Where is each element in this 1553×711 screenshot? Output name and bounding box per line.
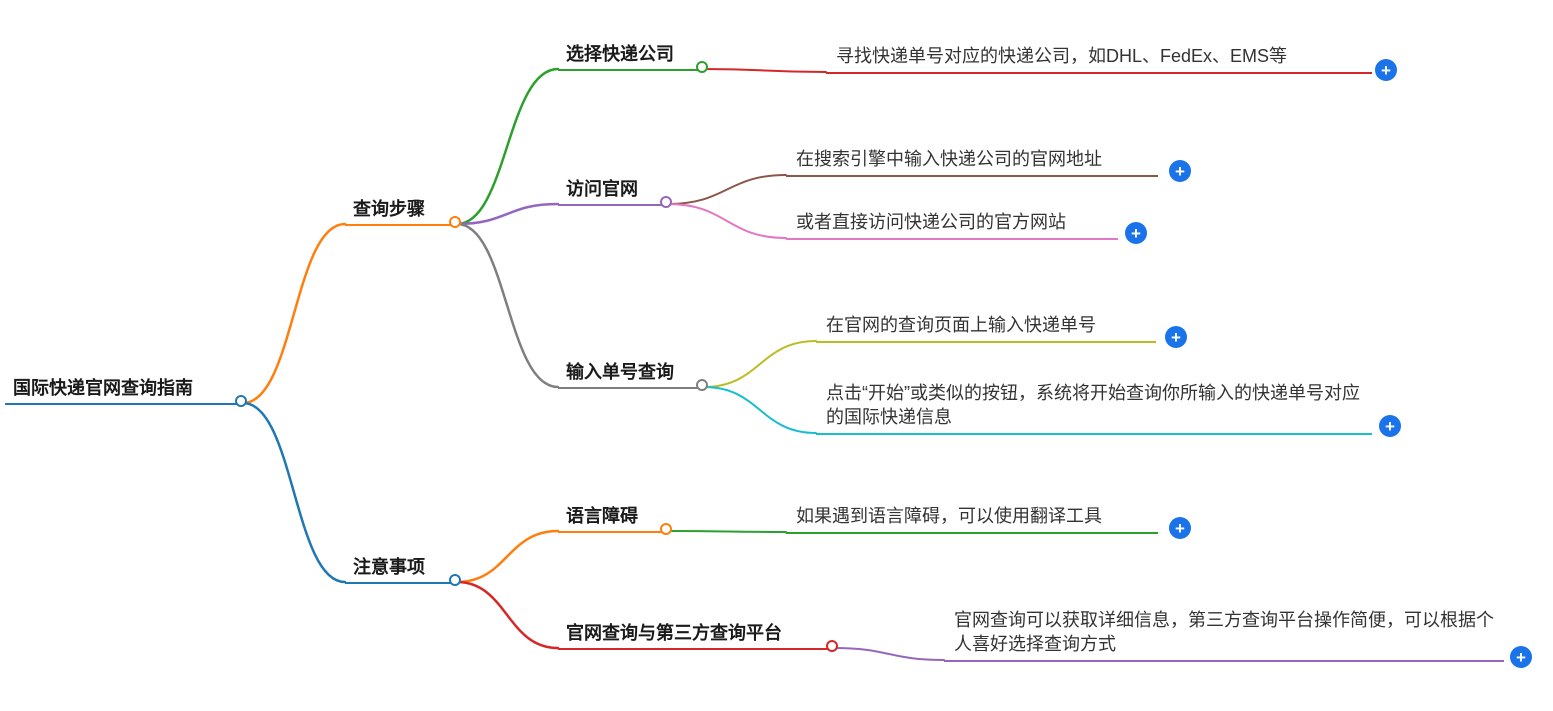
link-query-steps-to-visit-site xyxy=(455,202,560,226)
plus-icon: + xyxy=(1516,647,1526,667)
plus-icon: + xyxy=(1385,416,1395,436)
leaf-direct-visit[interactable]: 或者直接访问快递公司的官方网站 xyxy=(786,207,1118,240)
link-query-steps-to-enter-number xyxy=(455,222,560,389)
node-notes[interactable]: 注意事项 xyxy=(345,553,455,584)
link-visit-site-to-leaf-direct xyxy=(667,203,787,239)
expand-button-enter-number-page[interactable]: + xyxy=(1165,326,1187,348)
expand-button-compare-platforms[interactable]: + xyxy=(1510,646,1532,668)
link-platform-compare-to-leaf xyxy=(833,647,945,661)
link-enter-number-to-leaf-start xyxy=(703,386,817,434)
link-notes-to-platform-compare xyxy=(455,580,560,650)
link-root-to-notes xyxy=(241,401,347,584)
link-visit-site-to-leaf-search xyxy=(667,174,787,205)
node-circle-root[interactable] xyxy=(235,395,247,407)
link-root-to-query-steps xyxy=(241,222,347,405)
node-circle-choose-company[interactable] xyxy=(696,61,708,73)
node-choose-company[interactable]: 选择快递公司 xyxy=(558,40,700,71)
link-enter-number-to-leaf-page xyxy=(703,340,817,388)
expand-button-find-company[interactable]: + xyxy=(1375,59,1397,81)
expand-button-click-start[interactable]: + xyxy=(1379,415,1401,437)
node-enter-number[interactable]: 输入单号查询 xyxy=(558,358,700,389)
plus-icon: + xyxy=(1381,60,1391,80)
node-circle-language-barrier[interactable] xyxy=(660,523,672,535)
plus-icon: + xyxy=(1171,327,1181,347)
leaf-click-start[interactable]: 点击“开始”或类似的按钮，系统将开始查询你所输入的快递单号对应的国际快递信息 xyxy=(816,378,1372,435)
node-query-steps[interactable]: 查询步骤 xyxy=(345,195,455,226)
link-notes-to-language-barrier xyxy=(455,529,560,584)
leaf-translation-tool[interactable]: 如果遇到语言障碍，可以使用翻译工具 xyxy=(786,501,1158,534)
link-choose-company-to-leaf xyxy=(703,68,827,73)
leaf-compare-platforms[interactable]: 官网查询可以获取详细信息，第三方查询平台操作简便，可以根据个人喜好选择查询方式 xyxy=(944,605,1504,662)
node-language-barrier[interactable]: 语言障碍 xyxy=(558,502,664,533)
plus-icon: + xyxy=(1131,223,1141,243)
node-visit-site[interactable]: 访问官网 xyxy=(558,175,664,206)
node-root[interactable]: 国际快递官网查询指南 xyxy=(5,374,241,405)
expand-button-translation-tool[interactable]: + xyxy=(1169,517,1191,539)
expand-button-direct-visit[interactable]: + xyxy=(1125,222,1147,244)
link-language-barrier-to-leaf xyxy=(667,530,787,533)
expand-button-search-engine[interactable]: + xyxy=(1169,160,1191,182)
leaf-find-company[interactable]: 寻找快递单号对应的快递公司，如DHL、FedEx、EMS等 xyxy=(826,41,1372,74)
node-circle-query-steps[interactable] xyxy=(449,216,461,228)
plus-icon: + xyxy=(1175,518,1185,538)
leaf-search-engine[interactable]: 在搜索引擎中输入快递公司的官网地址 xyxy=(786,144,1158,177)
node-platform-compare[interactable]: 官网查询与第三方查询平台 xyxy=(558,619,830,650)
node-circle-visit-site[interactable] xyxy=(660,196,672,208)
node-circle-enter-number[interactable] xyxy=(696,379,708,391)
link-query-steps-to-choose-company xyxy=(455,67,560,226)
plus-icon: + xyxy=(1175,161,1185,181)
leaf-enter-number-page[interactable]: 在官网的查询页面上输入快递单号 xyxy=(816,310,1156,343)
node-circle-notes[interactable] xyxy=(449,574,461,586)
node-circle-platform-compare[interactable] xyxy=(826,640,838,652)
